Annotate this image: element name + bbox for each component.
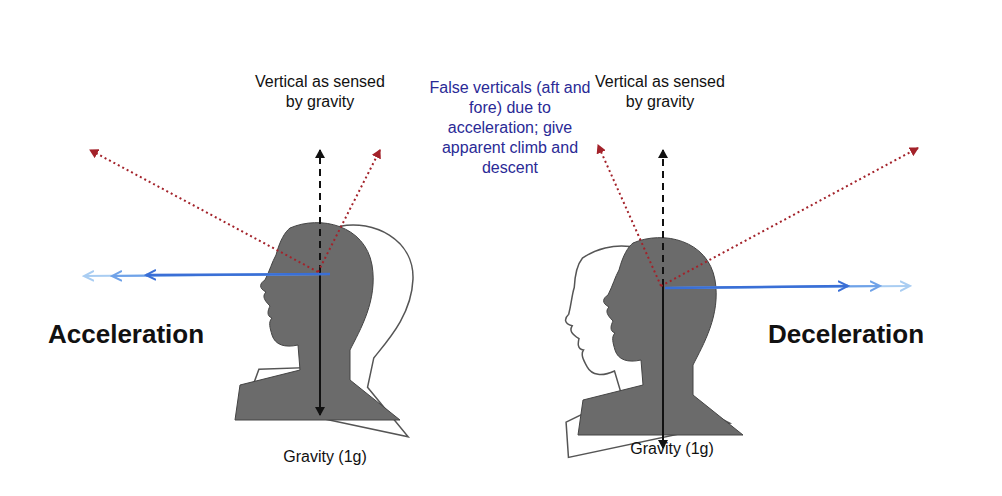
deceleration-arrow: [665, 286, 848, 288]
gravity-arrow: [662, 286, 664, 448]
acceleration-arrow: [112, 274, 330, 276]
explanation-note: False verticals (aft and fore) due to ac…: [425, 78, 595, 178]
head-silhouette: [578, 238, 743, 435]
true-vertical-arrow: [662, 150, 664, 286]
true-vertical-arrow: [319, 150, 321, 272]
axis-label: Vertical as sensed by gravity: [585, 72, 735, 112]
acceleration-arrow: [146, 274, 330, 275]
false-vertical-arrow: [661, 148, 918, 286]
false-vertical-arrow: [318, 150, 380, 272]
false-vertical-arrow: [598, 145, 661, 286]
false-vertical-arrow: [90, 150, 318, 272]
deceleration-arrow: [665, 286, 910, 288]
gravity-label: Gravity (1g): [250, 447, 400, 467]
head-silhouette: [235, 223, 400, 420]
motion-label: Deceleration: [768, 318, 968, 351]
gravity-arrow: [319, 272, 321, 415]
acceleration-arrow: [84, 274, 330, 276]
axis-label: Vertical as sensed by gravity: [245, 72, 395, 112]
deceleration-arrow: [665, 286, 880, 288]
motion-label: Acceleration: [48, 318, 248, 351]
gravity-label: Gravity (1g): [597, 439, 747, 459]
